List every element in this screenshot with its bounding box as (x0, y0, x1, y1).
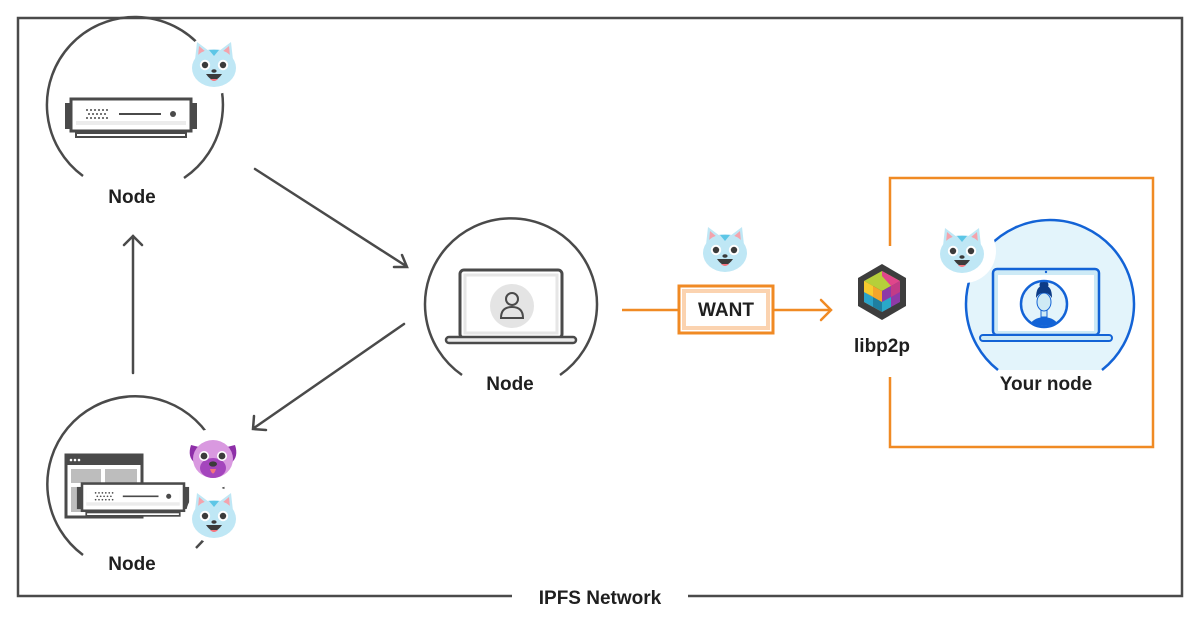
want-message-box (677, 284, 775, 335)
edge-top-left-to-center (253, 167, 409, 269)
server-icon (63, 97, 199, 139)
network-label: IPFS Network (539, 588, 662, 609)
network-frame (16, 16, 1184, 598)
node-label: Node (486, 374, 534, 395)
node-ring (45, 15, 225, 180)
libp2p-logo-icon (858, 264, 906, 320)
your-node: Your node (932, 218, 1136, 395)
node-ring (423, 217, 599, 377)
want-request: WANT (622, 227, 833, 335)
node-top-left: Node (45, 15, 245, 208)
your-node-boundary (888, 176, 1155, 449)
user-avatar-icon (1019, 279, 1069, 329)
node-center: Node (423, 217, 599, 395)
want-label: WANT (698, 300, 754, 321)
libp2p: libp2p (854, 264, 910, 357)
node-label: Node (108, 554, 156, 575)
user-avatar-icon (490, 284, 534, 328)
node-bottom-left: Node (46, 395, 243, 575)
cat-content-icon (703, 227, 747, 272)
libp2p-label: libp2p (854, 336, 910, 357)
edge-center-to-bottom-left (251, 322, 406, 432)
node-label: Node (108, 187, 156, 208)
edge-bottom-left-to-top-left (122, 234, 144, 375)
server-icon (75, 482, 191, 518)
arrow-head-icon (819, 298, 833, 322)
your-node-label: Your node (1000, 374, 1093, 395)
